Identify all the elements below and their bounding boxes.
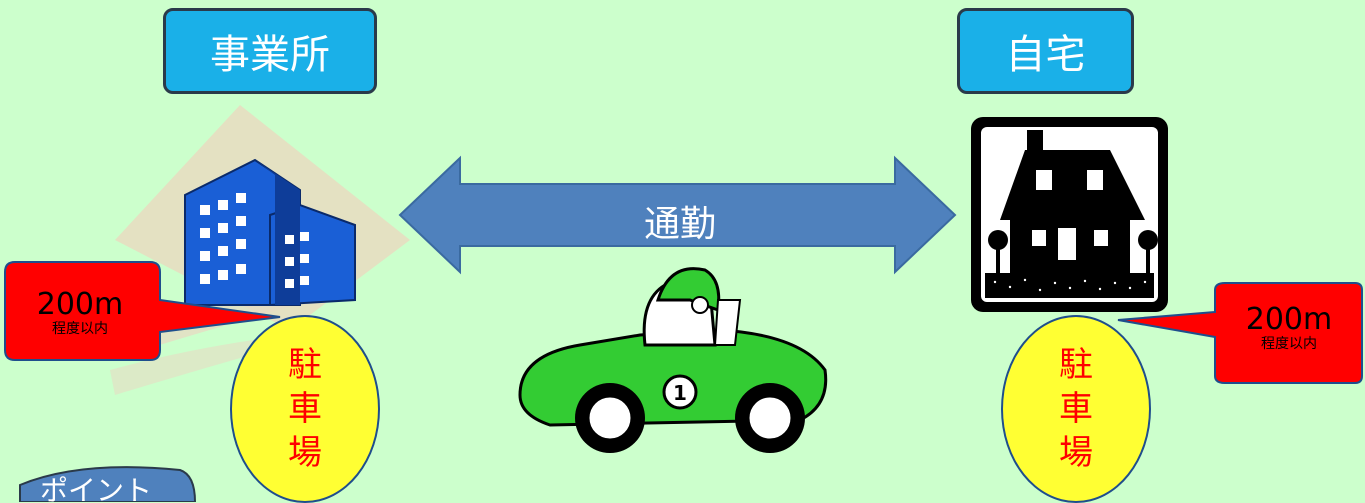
home-callout-text: 200m 程度以内	[1225, 302, 1353, 352]
commute-arrow	[398, 155, 957, 275]
office-parking: 駐 車 場	[230, 315, 380, 503]
home-distance-note: 程度以内	[1261, 336, 1317, 352]
point-bubble-text: ポイント	[40, 474, 152, 502]
svg-text:1: 1	[673, 381, 687, 405]
parking-char: 駐	[288, 344, 322, 385]
office-distance: 200m	[36, 287, 124, 322]
parking-char: 場	[1059, 433, 1093, 474]
home-distance-callout	[1117, 282, 1363, 384]
point-bubble	[19, 466, 197, 502]
home-label: 自宅	[957, 8, 1134, 94]
parking-char: 車	[1059, 388, 1093, 429]
home-title: 自宅	[1005, 32, 1086, 78]
office-building-icon	[100, 105, 410, 395]
home-parking: 駐 車 場	[1001, 315, 1151, 503]
office-distance-note: 程度以内	[52, 321, 108, 337]
office-title: 事業所	[210, 32, 330, 78]
office-distance-callout	[4, 261, 281, 361]
home-distance: 200m	[1245, 302, 1333, 337]
office-label: 事業所	[163, 8, 377, 94]
house-icon	[971, 117, 1168, 312]
office-callout-text: 200m 程度以内	[20, 287, 140, 337]
race-car-icon: 1	[518, 267, 828, 453]
commute-label: 通勤	[643, 204, 716, 245]
parking-char: 車	[288, 388, 322, 429]
parking-char: 場	[288, 433, 322, 474]
parking-char: 駐	[1059, 344, 1093, 385]
